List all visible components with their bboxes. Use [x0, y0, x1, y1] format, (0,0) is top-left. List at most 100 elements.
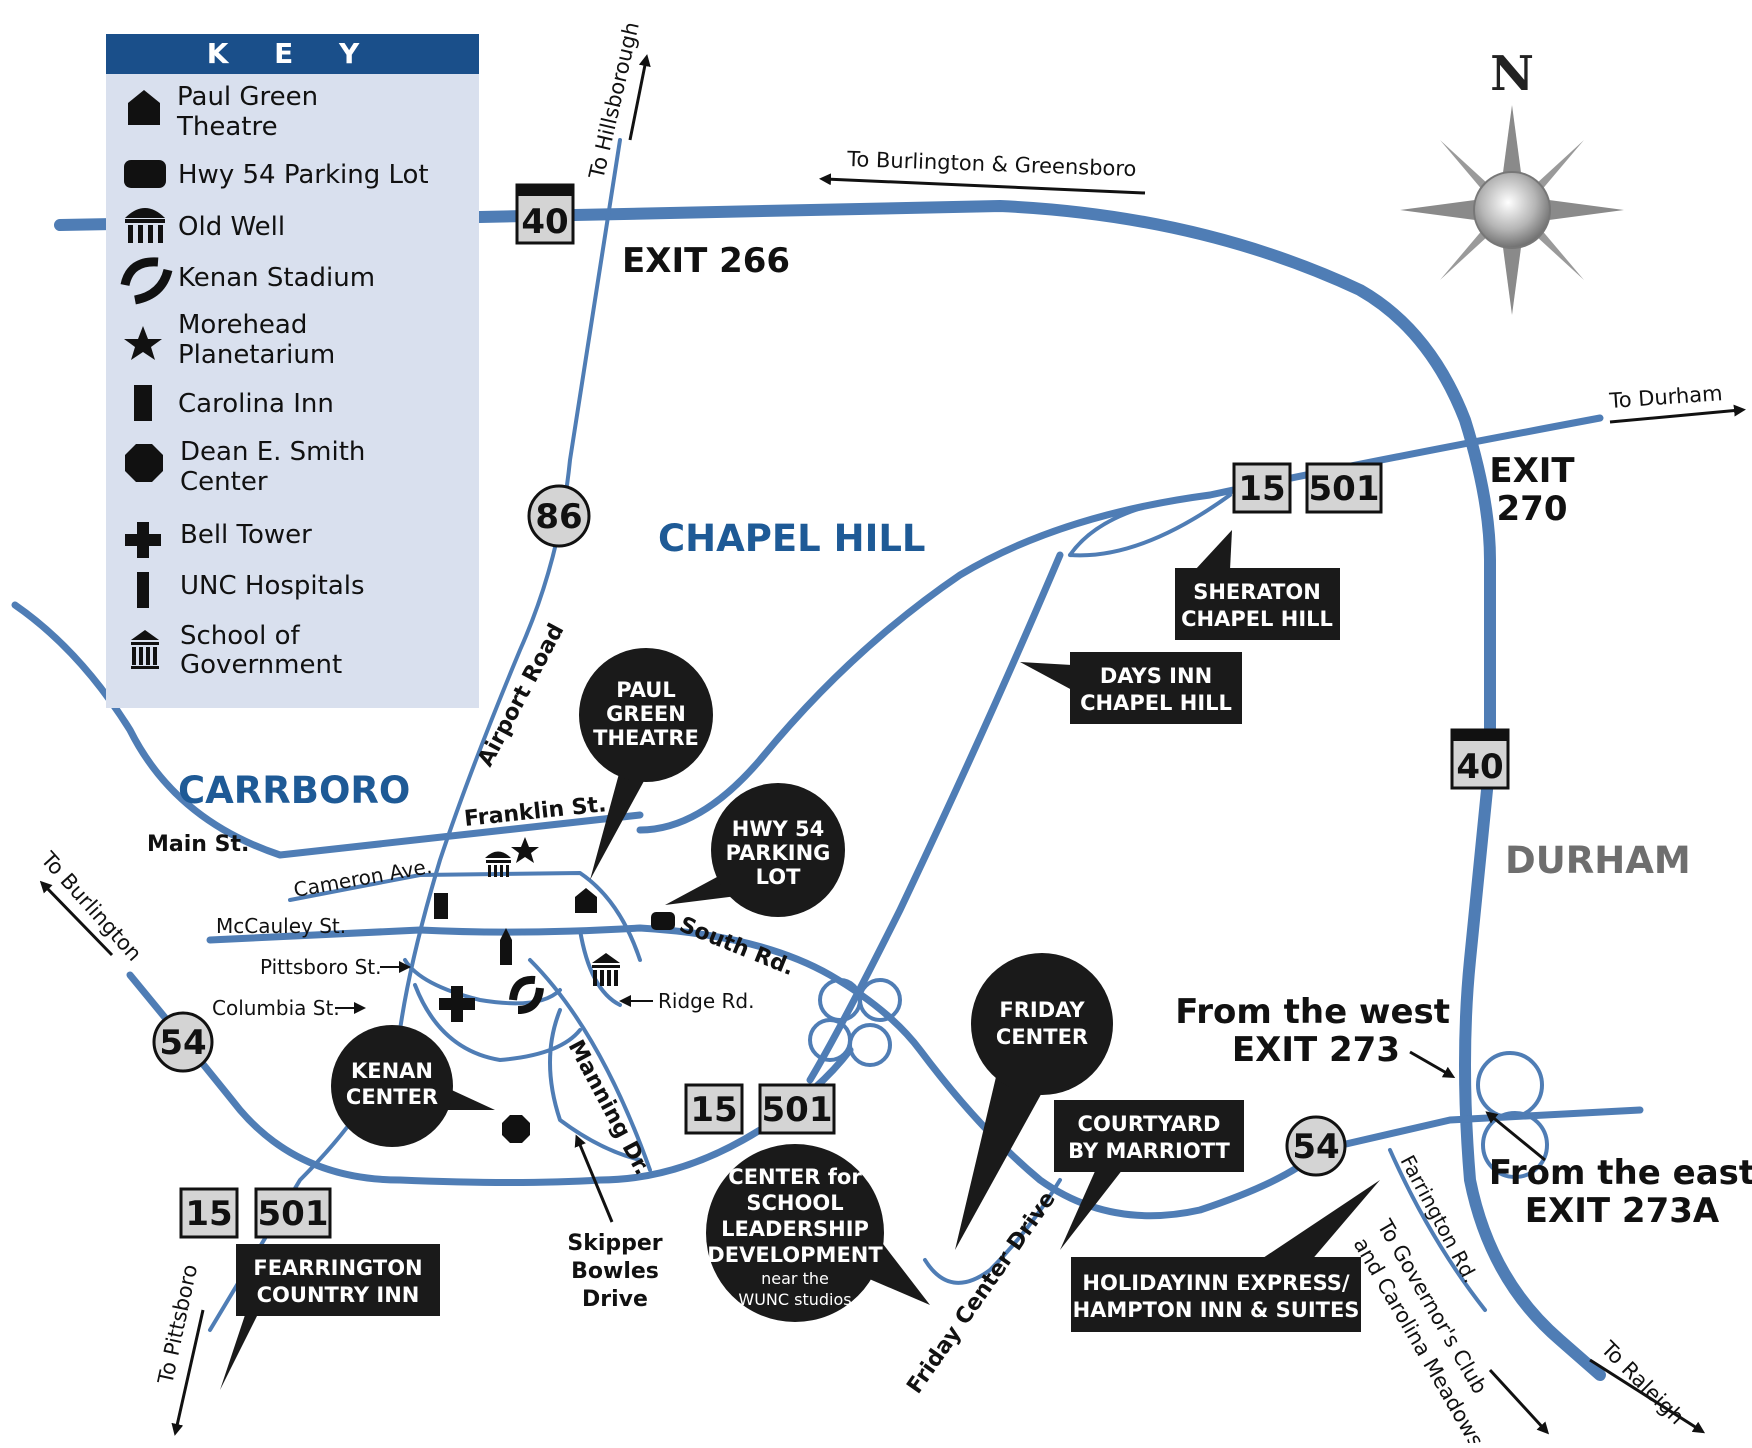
rounded-square-icon [651, 912, 675, 930]
shield-us501-center: 501 [758, 1083, 836, 1135]
key-label: Kenan Stadium [178, 263, 375, 293]
cloverleaf-south-rd [808, 978, 902, 1067]
stadium-icon [120, 257, 173, 305]
shield-nc86: 86 [527, 484, 591, 548]
arrow-hillsborough-icon [628, 54, 651, 141]
street-pittsboro: Pittsboro St. [260, 955, 381, 979]
road-skipper-bowles [548, 1008, 642, 1162]
cross-icon [439, 986, 475, 1022]
svg-text:PARKING: PARKING [726, 841, 831, 865]
street-skipper-bowles-3: Drive [582, 1287, 648, 1312]
key-label: Theatre [176, 112, 278, 142]
arrow-burlington-icon [39, 880, 114, 957]
callout-paul-green-theatre: PAUL GREEN THEATRE [579, 648, 713, 880]
octagon-icon [125, 444, 163, 482]
place-chapel-hill: CHAPEL HILL [658, 517, 926, 560]
place-carrboro: CARRBORO [178, 769, 410, 812]
callout-kenan-center: KENAN CENTER [331, 1025, 495, 1147]
house-icon [575, 888, 597, 913]
svg-text:KENAN: KENAN [351, 1059, 433, 1083]
direction-burlington-greensboro: To Burlington & Greensboro [846, 147, 1137, 181]
road-columbia-st [413, 983, 582, 1062]
compass-rose: N [1400, 46, 1624, 315]
callout-hwy54-lot: HWY 54 PARKING LOT [665, 783, 845, 917]
shield-i40-east: 40 [1450, 728, 1510, 790]
key-label: Hwy 54 Parking Lot [178, 160, 429, 190]
svg-text:501: 501 [1309, 469, 1380, 509]
star-icon [124, 326, 162, 360]
exit-270-label: EXIT [1489, 451, 1575, 491]
svg-text:HWY 54: HWY 54 [732, 817, 824, 841]
svg-text:FEARRINGTON: FEARRINGTON [253, 1256, 422, 1280]
shield-nc54-east: 54 [1285, 1115, 1347, 1177]
rounded-square-icon [124, 160, 166, 188]
old-well-icon [485, 851, 511, 877]
key-label: Old Well [178, 212, 285, 242]
svg-text:COUNTRY INN: COUNTRY INN [257, 1283, 420, 1307]
shield-us15-northeast: 15 [1232, 462, 1292, 514]
tall-rectangle-icon [134, 385, 152, 421]
shield-i40-west: 40 [515, 183, 575, 245]
svg-text:GREEN: GREEN [606, 702, 686, 726]
direction-raleigh: To Raleigh [1596, 1336, 1689, 1429]
road-friday-center-drive [923, 1178, 1062, 1285]
svg-text:DEVELOPMENT: DEVELOPMENT [707, 1243, 883, 1267]
svg-text:86: 86 [535, 497, 582, 537]
direction-hillsborough: To Hillsborough [584, 20, 644, 182]
cross-icon [125, 522, 161, 558]
direction-durham: To Durham [1608, 381, 1724, 413]
key-label: Dean E. Smith [180, 437, 365, 467]
svg-text:40: 40 [521, 202, 568, 242]
narrow-bar-icon [137, 572, 149, 608]
callout-days-inn: DAYS INN CHAPEL HILL [1020, 652, 1242, 724]
svg-text:CENTER: CENTER [346, 1085, 438, 1109]
svg-text:DAYS INN: DAYS INN [1100, 664, 1212, 688]
exit-273a-east-label: From the east [1489, 1153, 1752, 1193]
svg-text:54: 54 [159, 1023, 206, 1063]
key-label: Center [180, 467, 268, 497]
direction-pittsboro: To Pittsboro [153, 1262, 202, 1387]
road-pittsboro-st [403, 958, 562, 1006]
street-cameron: Cameron Ave. [292, 854, 434, 902]
svg-text:501: 501 [258, 1194, 329, 1234]
svg-text:15: 15 [185, 1194, 232, 1234]
key-label: Carolina Inn [178, 389, 334, 419]
exit-266-label: EXIT 266 [622, 241, 790, 281]
callout-friday-center: FRIDAY CENTER [955, 953, 1113, 1250]
old-well-icon [125, 208, 165, 243]
key-label: Planetarium [178, 340, 335, 370]
svg-text:CHAPEL HILL: CHAPEL HILL [1181, 607, 1333, 631]
road-farrington [1388, 1148, 1487, 1312]
svg-text:40: 40 [1456, 747, 1503, 787]
road-network [11, 138, 1644, 1381]
svg-text:CENTER: CENTER [996, 1025, 1088, 1049]
street-friday-center-drive: Friday Center Drive [902, 1187, 1060, 1398]
star-icon [511, 837, 539, 863]
callout-sheraton: SHERATON CHAPEL HILL [1175, 530, 1340, 640]
arrow-durham-icon [1609, 404, 1746, 424]
svg-text:15: 15 [1238, 469, 1285, 509]
street-south: South Rd. [676, 912, 798, 981]
shield-us501-northeast: 501 [1305, 462, 1383, 514]
compass-north-label: N [1490, 46, 1534, 102]
key-label: Government [180, 650, 342, 680]
house-icon [128, 90, 160, 125]
shield-us15-center: 15 [684, 1083, 744, 1135]
tall-rectangle-icon [434, 893, 448, 919]
street-skipper-bowles-2: Bowles [571, 1259, 659, 1284]
svg-text:THEATRE: THEATRE [593, 726, 699, 750]
columns-icon [131, 630, 159, 669]
stadium-icon [509, 975, 544, 1014]
svg-text:LOT: LOT [756, 865, 801, 889]
road-franklin-main [11, 601, 644, 859]
shield-us15-southwest: 15 [179, 1187, 239, 1239]
svg-text:FRIDAY: FRIDAY [999, 998, 1085, 1022]
svg-text:SHERATON: SHERATON [1193, 580, 1321, 604]
street-columbia: Columbia St. [212, 996, 340, 1020]
place-durham: DURHAM [1505, 839, 1691, 882]
svg-text:PAUL: PAUL [616, 678, 676, 702]
svg-text:SCHOOL: SCHOOL [746, 1191, 843, 1215]
key-title: K E Y [207, 37, 378, 70]
street-main: Main St. [147, 832, 249, 857]
key-header [106, 34, 479, 74]
